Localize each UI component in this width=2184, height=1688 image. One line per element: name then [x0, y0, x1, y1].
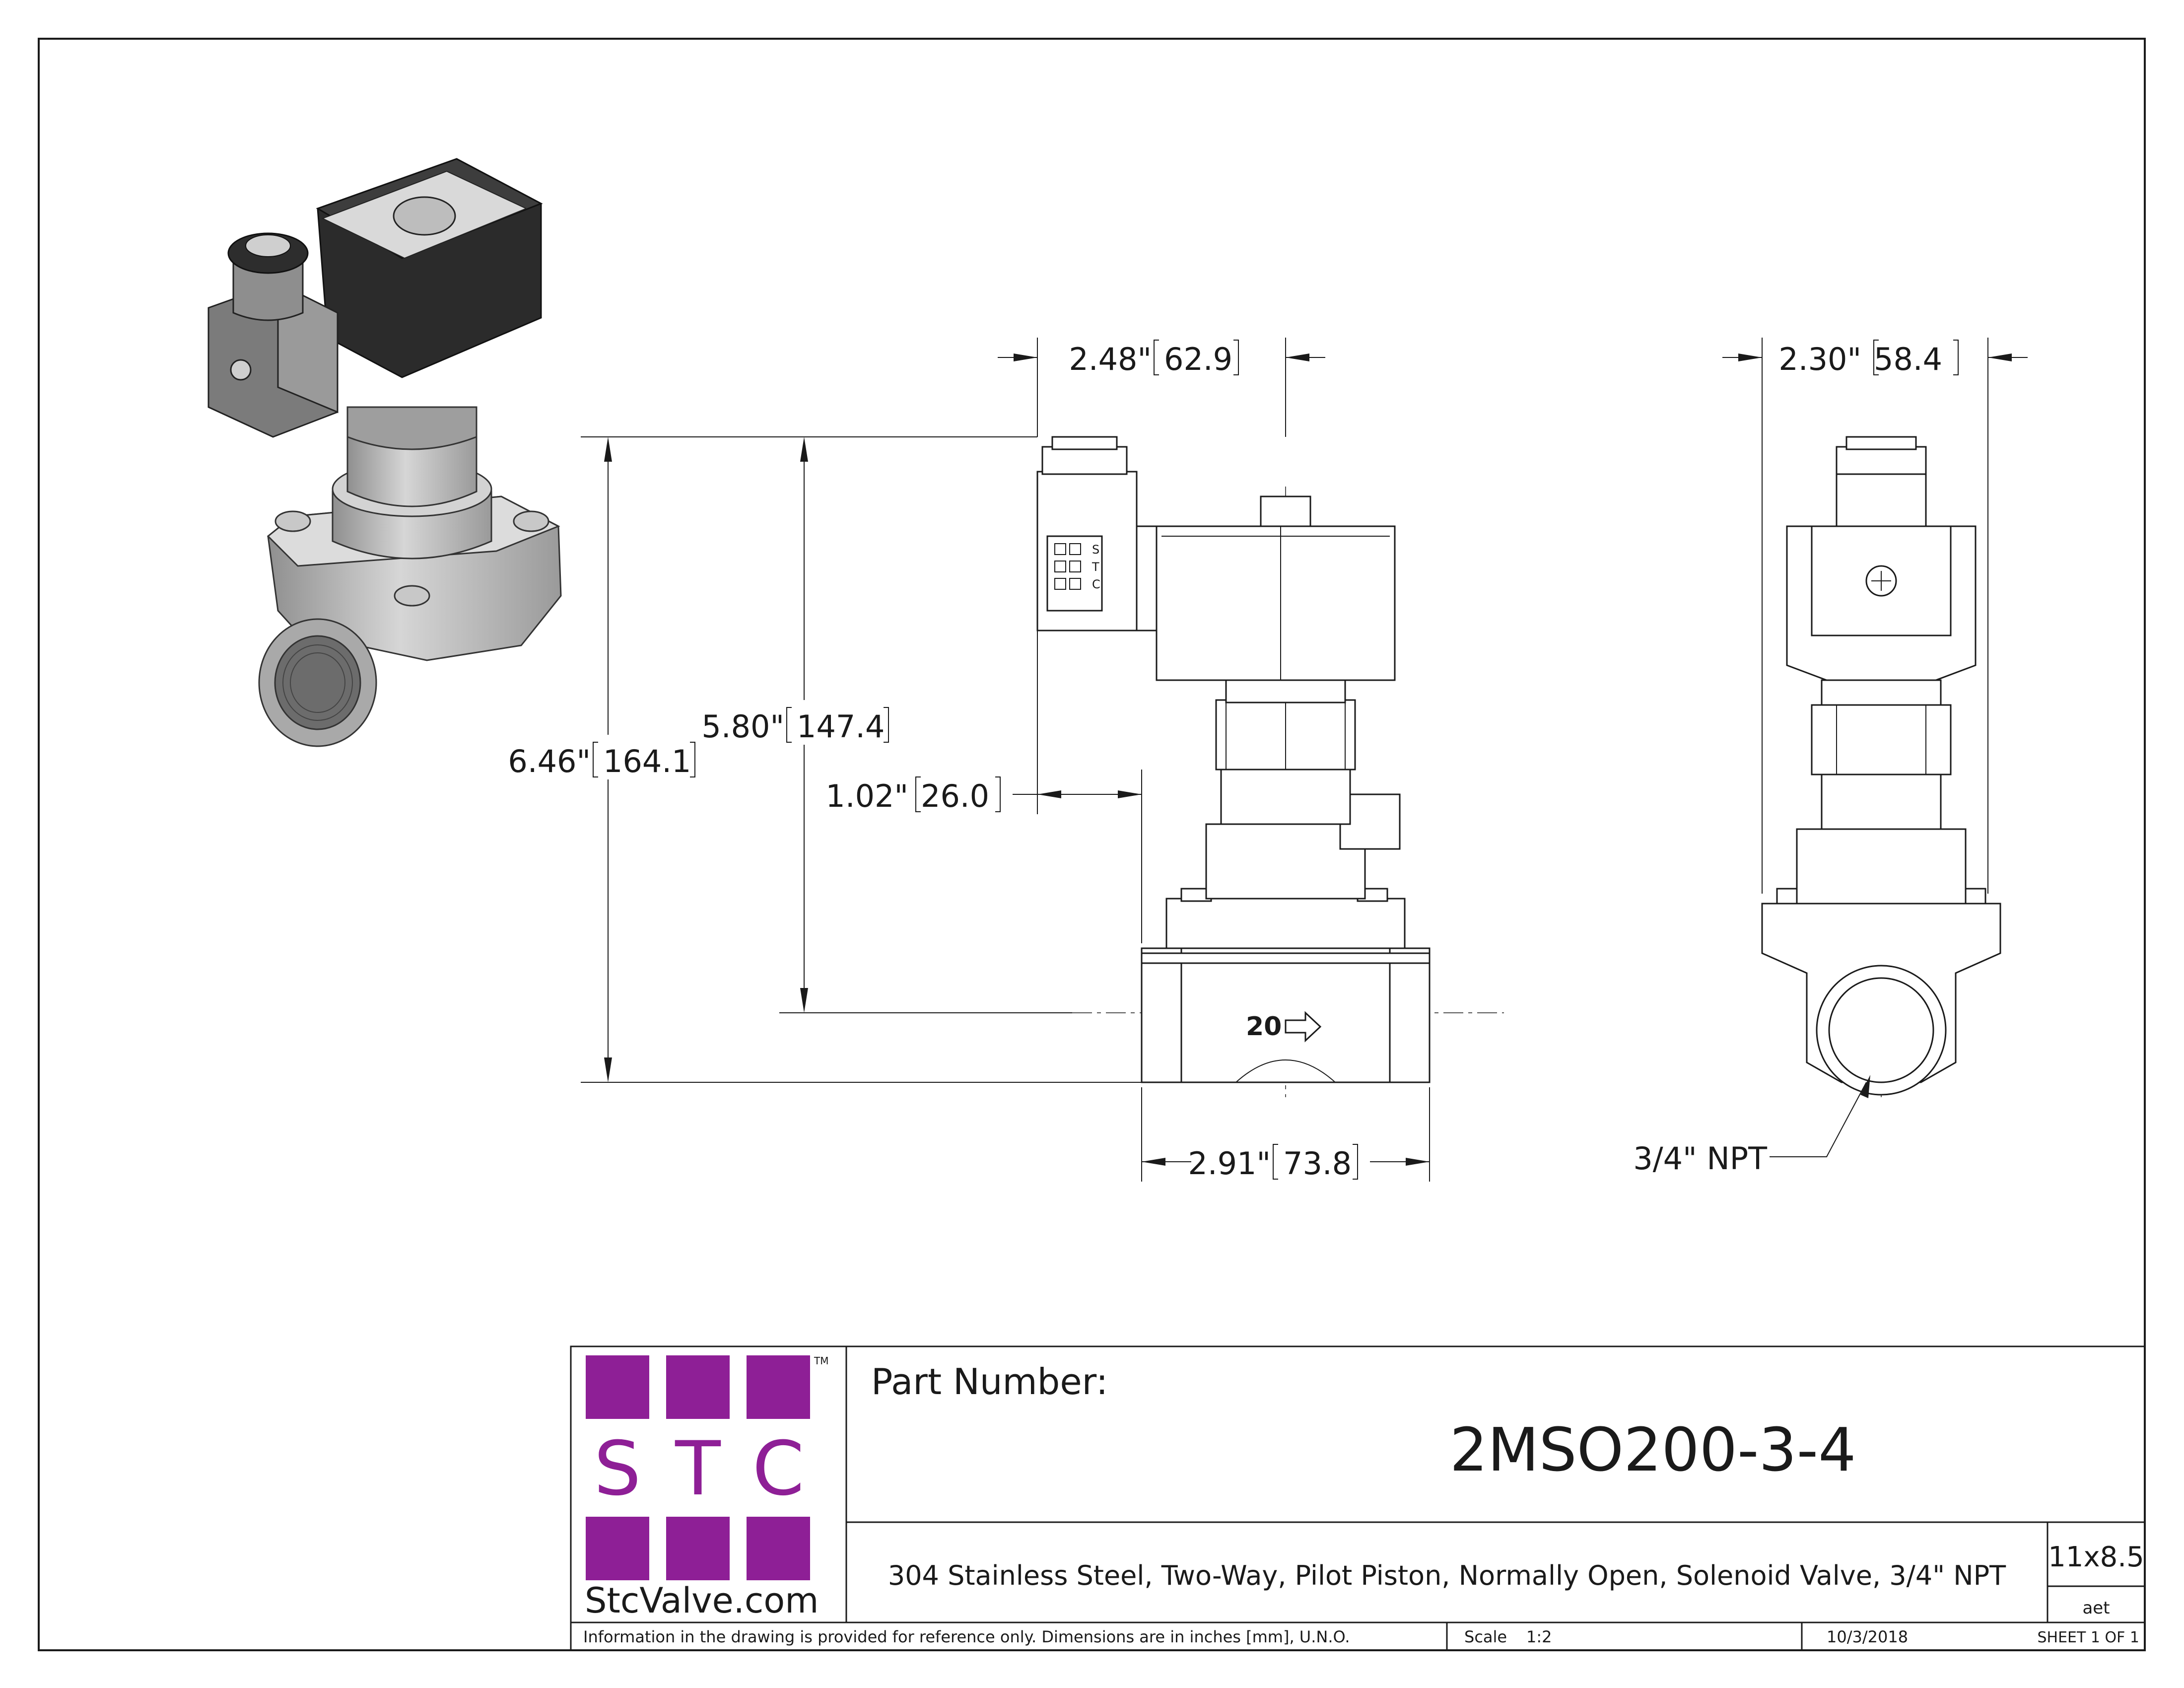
- dim-height-to-port: 5.80": [701, 708, 784, 745]
- logo-square: [586, 1517, 649, 1580]
- front-bonnet: [1205, 823, 1366, 900]
- iso-inlet-bore: [274, 635, 361, 730]
- stc-logo: S T C TM: [586, 1355, 828, 1580]
- description: 304 Stainless Steel, Two-Way, Pilot Pist…: [888, 1560, 2006, 1591]
- dim-overall-height-mm: 164.1: [603, 743, 691, 779]
- svg-text:C: C: [1092, 577, 1100, 591]
- trademark: TM: [814, 1355, 828, 1367]
- end-bonnet: [1796, 828, 1967, 905]
- sheet-number: SHEET 1 OF 1: [2038, 1629, 2140, 1646]
- isometric-view: [207, 158, 562, 747]
- logo-square: [586, 1355, 649, 1419]
- iso-bolt: [394, 585, 430, 607]
- logo-square: [666, 1355, 730, 1419]
- logo-letter: T: [675, 1426, 721, 1512]
- drawn-by: aet: [2082, 1598, 2110, 1618]
- svg-text:T: T: [1092, 560, 1099, 574]
- dim-overall-height: 6.46": [508, 743, 591, 779]
- dim-body-length: 2.91": [1188, 1145, 1271, 1182]
- iso-cable-gland: [232, 257, 304, 321]
- flow-arrow-icon: [1285, 1011, 1322, 1043]
- port-callout: 3/4" NPT: [1633, 1140, 1768, 1177]
- dim-top-width-side-mm: 62.9: [1164, 341, 1232, 377]
- iso-connector-screw: [230, 359, 252, 381]
- front-view: 20 S T C: [1036, 436, 1504, 1097]
- scale-label: Scale: [1464, 1627, 1507, 1646]
- dim-coil-offset-mm: 26.0: [921, 778, 989, 814]
- logo-letter: S: [594, 1426, 641, 1512]
- drawing-date: 10/3/2018: [1827, 1627, 1908, 1646]
- end-hex-nut: [1811, 704, 1952, 775]
- dim-top-width-side: 2.48": [1069, 341, 1152, 377]
- part-number: 2MSO200-3-4: [1450, 1416, 1856, 1485]
- dim-coil-offset: 1.02": [825, 778, 908, 814]
- front-coil: [1156, 525, 1396, 681]
- iso-coil-nut: [393, 196, 456, 236]
- dim-top-width-end-mm: 58.4: [1874, 341, 1942, 377]
- dim-top-width-end: 2.30": [1778, 341, 1861, 377]
- svg-text:S: S: [1092, 543, 1099, 557]
- dim-body-length-mm: 73.8: [1283, 1145, 1352, 1182]
- disclaimer: Information in the drawing is provided f…: [583, 1627, 1350, 1646]
- front-cover: [1165, 898, 1406, 949]
- logo-square: [666, 1517, 730, 1580]
- logo-letter: C: [752, 1426, 805, 1512]
- title-block: S T C TM StcValve.com Part Number: 2MSO2…: [570, 1345, 2146, 1651]
- end-port-inner: [1828, 977, 1934, 1083]
- dim-height-to-port-mm: 147.4: [797, 708, 885, 745]
- dimensions: 2.48" 62.9 2.30" 58.4 6.46" 164.1 5.80" …: [508, 338, 2028, 1182]
- website: StcValve.com: [585, 1580, 819, 1621]
- end-view: [1761, 436, 2001, 1097]
- sheet-size: 11x8.5: [2048, 1541, 2144, 1573]
- logo-square: [747, 1517, 810, 1580]
- iso-stem-nut: [346, 436, 478, 507]
- size-marking: 20: [1246, 1012, 1282, 1042]
- part-number-label: Part Number:: [871, 1361, 1108, 1403]
- front-body: [1175, 942, 1396, 1083]
- front-tube: [1220, 764, 1351, 825]
- front-connector-label: [1046, 535, 1103, 612]
- iso-bolt: [513, 510, 549, 532]
- iso-bolt: [274, 510, 311, 532]
- scale-value: 1:2: [1526, 1627, 1552, 1646]
- logo-square: [747, 1355, 810, 1419]
